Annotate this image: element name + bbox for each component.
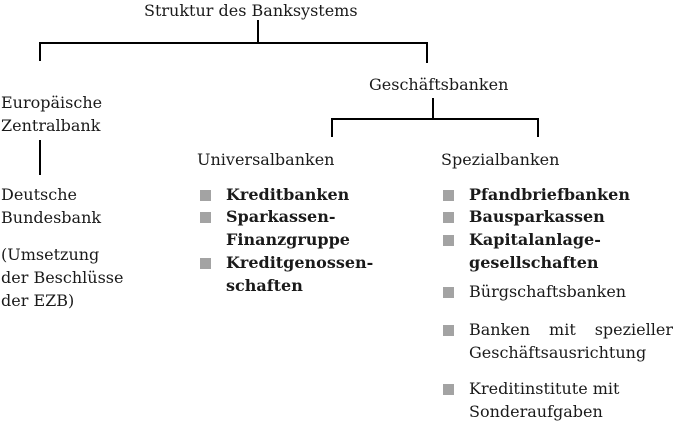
list-item-sparkassen-line2: Finanzgruppe <box>226 230 350 249</box>
bundesbank-label-line1: Deutsche <box>1 185 77 204</box>
list-item-kapitalanlage-line1: Kapitalanlage- <box>469 230 601 249</box>
bullet-square-icon <box>443 384 454 395</box>
list-item-kapitalanlage-line2: gesellschaften <box>469 253 599 272</box>
geschaeftsbanken-label: Geschäftsbanken <box>369 75 509 94</box>
list-item-kreditinstitute-line2: Sonderaufgaben <box>469 402 603 421</box>
word-spezieller: spezieller <box>594 320 673 339</box>
word-banken: Banken <box>469 320 531 339</box>
universalbanken-label: Universalbanken <box>197 150 335 169</box>
spezialbanken-label: Spezialbanken <box>441 150 560 169</box>
bullet-square-icon <box>200 212 211 223</box>
list-item-pfandbriefbanken: Pfandbriefbanken <box>469 185 630 204</box>
bullet-square-icon <box>200 190 211 201</box>
ecb-label-line1: Europäische <box>1 93 103 112</box>
bullet-square-icon <box>200 258 211 269</box>
bullet-square-icon <box>443 235 454 246</box>
note-line1: (Umsetzung <box>1 245 100 264</box>
bullet-square-icon <box>443 190 454 201</box>
list-item-buergschaftsbanken: Bürgschaftsbanken <box>469 282 627 301</box>
list-item-kreditinstitute-line1: Kreditinstitute mit <box>469 379 620 398</box>
list-item-bausparkassen: Bausparkassen <box>469 207 605 226</box>
list-item-banken-spezieller-line1: Banken mit spezieller <box>469 318 673 342</box>
list-item-sparkassen-line1: Sparkassen- <box>226 207 336 226</box>
bullet-square-icon <box>443 287 454 298</box>
bullet-square-icon <box>443 212 454 223</box>
ecb-label-line2: Zentralbank <box>1 116 101 135</box>
bullet-square-icon <box>443 325 454 336</box>
diagram-title: Struktur des Banksystems <box>144 1 358 20</box>
note-line2: der Beschlüsse <box>1 268 124 287</box>
list-item-kreditbanken: Kreditbanken <box>226 185 350 204</box>
word-mit: mit <box>549 320 576 339</box>
list-item-kreditgenossen-line1: Kreditgenossen- <box>226 253 374 272</box>
bundesbank-label-line2: Bundesbank <box>1 208 102 227</box>
note-line3: der EZB) <box>1 291 75 310</box>
list-item-banken-spezieller-line2: Geschäftsausrichtung <box>469 343 647 362</box>
list-item-kreditgenossen-line2: schaften <box>226 276 303 295</box>
